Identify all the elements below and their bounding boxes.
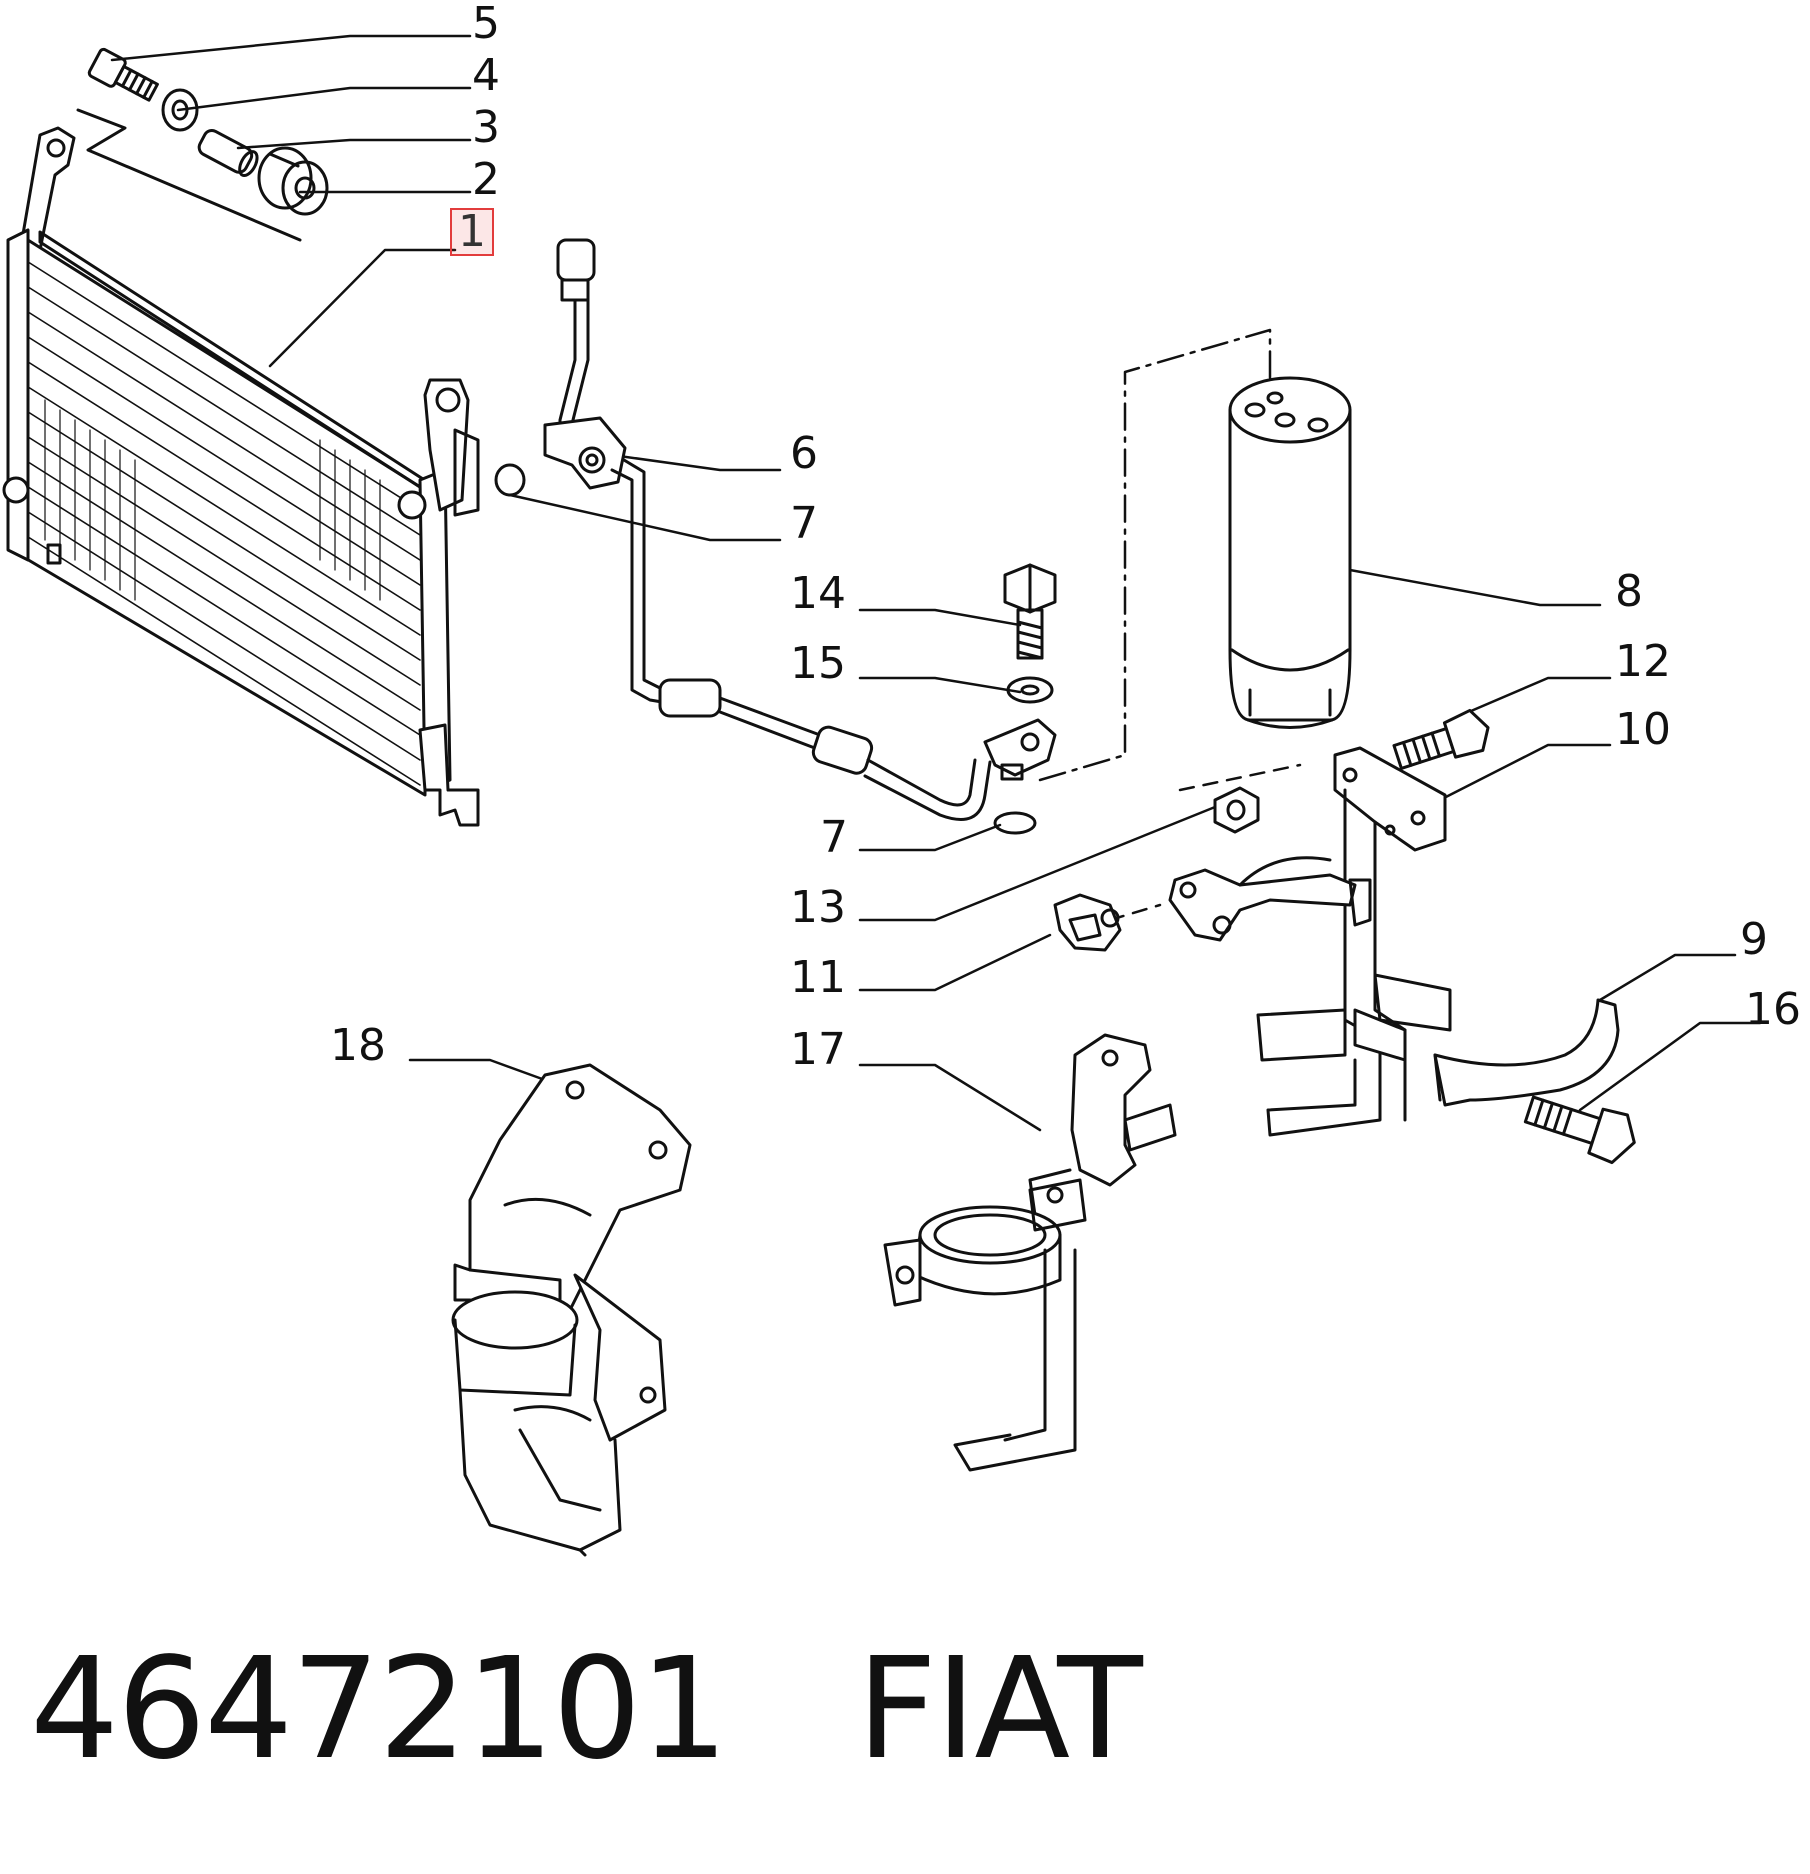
- leader-11: [858, 933, 1052, 992]
- callout-7-upper: 7: [790, 498, 818, 549]
- callout-8: 8: [1615, 566, 1643, 617]
- bracket-18: [451, 1063, 692, 1557]
- leader-17: [858, 1063, 1042, 1132]
- pipe-6: [543, 238, 1057, 821]
- callout-1-highlighted: 1: [450, 208, 494, 256]
- receiver-drier-8: [1228, 376, 1352, 729]
- leader-5: [110, 34, 472, 62]
- bolt-16: [1523, 1095, 1636, 1165]
- callout-14: 14: [790, 568, 846, 619]
- sleeve-3: [197, 128, 259, 177]
- callout-13: 13: [790, 882, 846, 933]
- callout-10: 10: [1615, 704, 1671, 755]
- leader-1: [268, 248, 457, 368]
- leader-7b: [858, 823, 1002, 852]
- callout-12: 12: [1615, 636, 1671, 687]
- leader-13: [858, 803, 1222, 922]
- bolt-12: [1392, 708, 1490, 770]
- oring-7b: [993, 811, 1037, 835]
- leader-4: [176, 86, 472, 112]
- leader-10: [1438, 743, 1612, 802]
- clip-11: [1053, 893, 1122, 952]
- part-number: 46472101: [30, 1628, 729, 1791]
- ref-line-bracket: [1178, 763, 1302, 792]
- callout-9: 9: [1740, 914, 1768, 965]
- callout-15: 15: [790, 638, 846, 689]
- leader-15: [858, 676, 1022, 694]
- brand-name: FIAT: [856, 1628, 1143, 1791]
- bracket-17: [883, 1033, 1177, 1472]
- fastener-stack: [76, 47, 329, 242]
- leader-3: [236, 138, 472, 150]
- leader-16: [1578, 1021, 1762, 1112]
- callout-16: 16: [1745, 984, 1801, 1035]
- bolt-5: [87, 47, 159, 102]
- leader-9: [1598, 953, 1737, 1002]
- washer-4: [161, 88, 199, 132]
- washer-15: [1006, 676, 1054, 704]
- leader-12: [1448, 676, 1612, 722]
- part-caption: 46472101 FIAT: [30, 1628, 1143, 1791]
- bracket-10: [1168, 746, 1452, 1137]
- leader-lines: [110, 34, 1762, 1132]
- callout-4: 4: [472, 50, 500, 101]
- leader-6: [610, 453, 782, 472]
- callout-2: 2: [472, 154, 500, 205]
- callout-5: 5: [472, 0, 500, 49]
- bolt-14: [1003, 563, 1057, 660]
- callout-18: 18: [330, 1020, 386, 1071]
- strap-9: [1433, 998, 1620, 1107]
- leader-18: [408, 1058, 547, 1082]
- bush-2: [257, 146, 329, 216]
- nut-13: [1213, 786, 1260, 834]
- callout-3: 3: [472, 102, 500, 153]
- break-line: [76, 108, 302, 242]
- callout-6: 6: [790, 428, 818, 479]
- leader-8: [1348, 568, 1602, 607]
- condenser-1: [2, 126, 480, 827]
- callout-11: 11: [790, 952, 846, 1003]
- oring-7a: [494, 463, 526, 497]
- callout-7-lower: 7: [820, 812, 848, 863]
- callout-17: 17: [790, 1024, 846, 1075]
- leader-7a: [508, 493, 782, 542]
- ref-line-drier: [1038, 328, 1272, 782]
- leader-14: [858, 608, 1022, 627]
